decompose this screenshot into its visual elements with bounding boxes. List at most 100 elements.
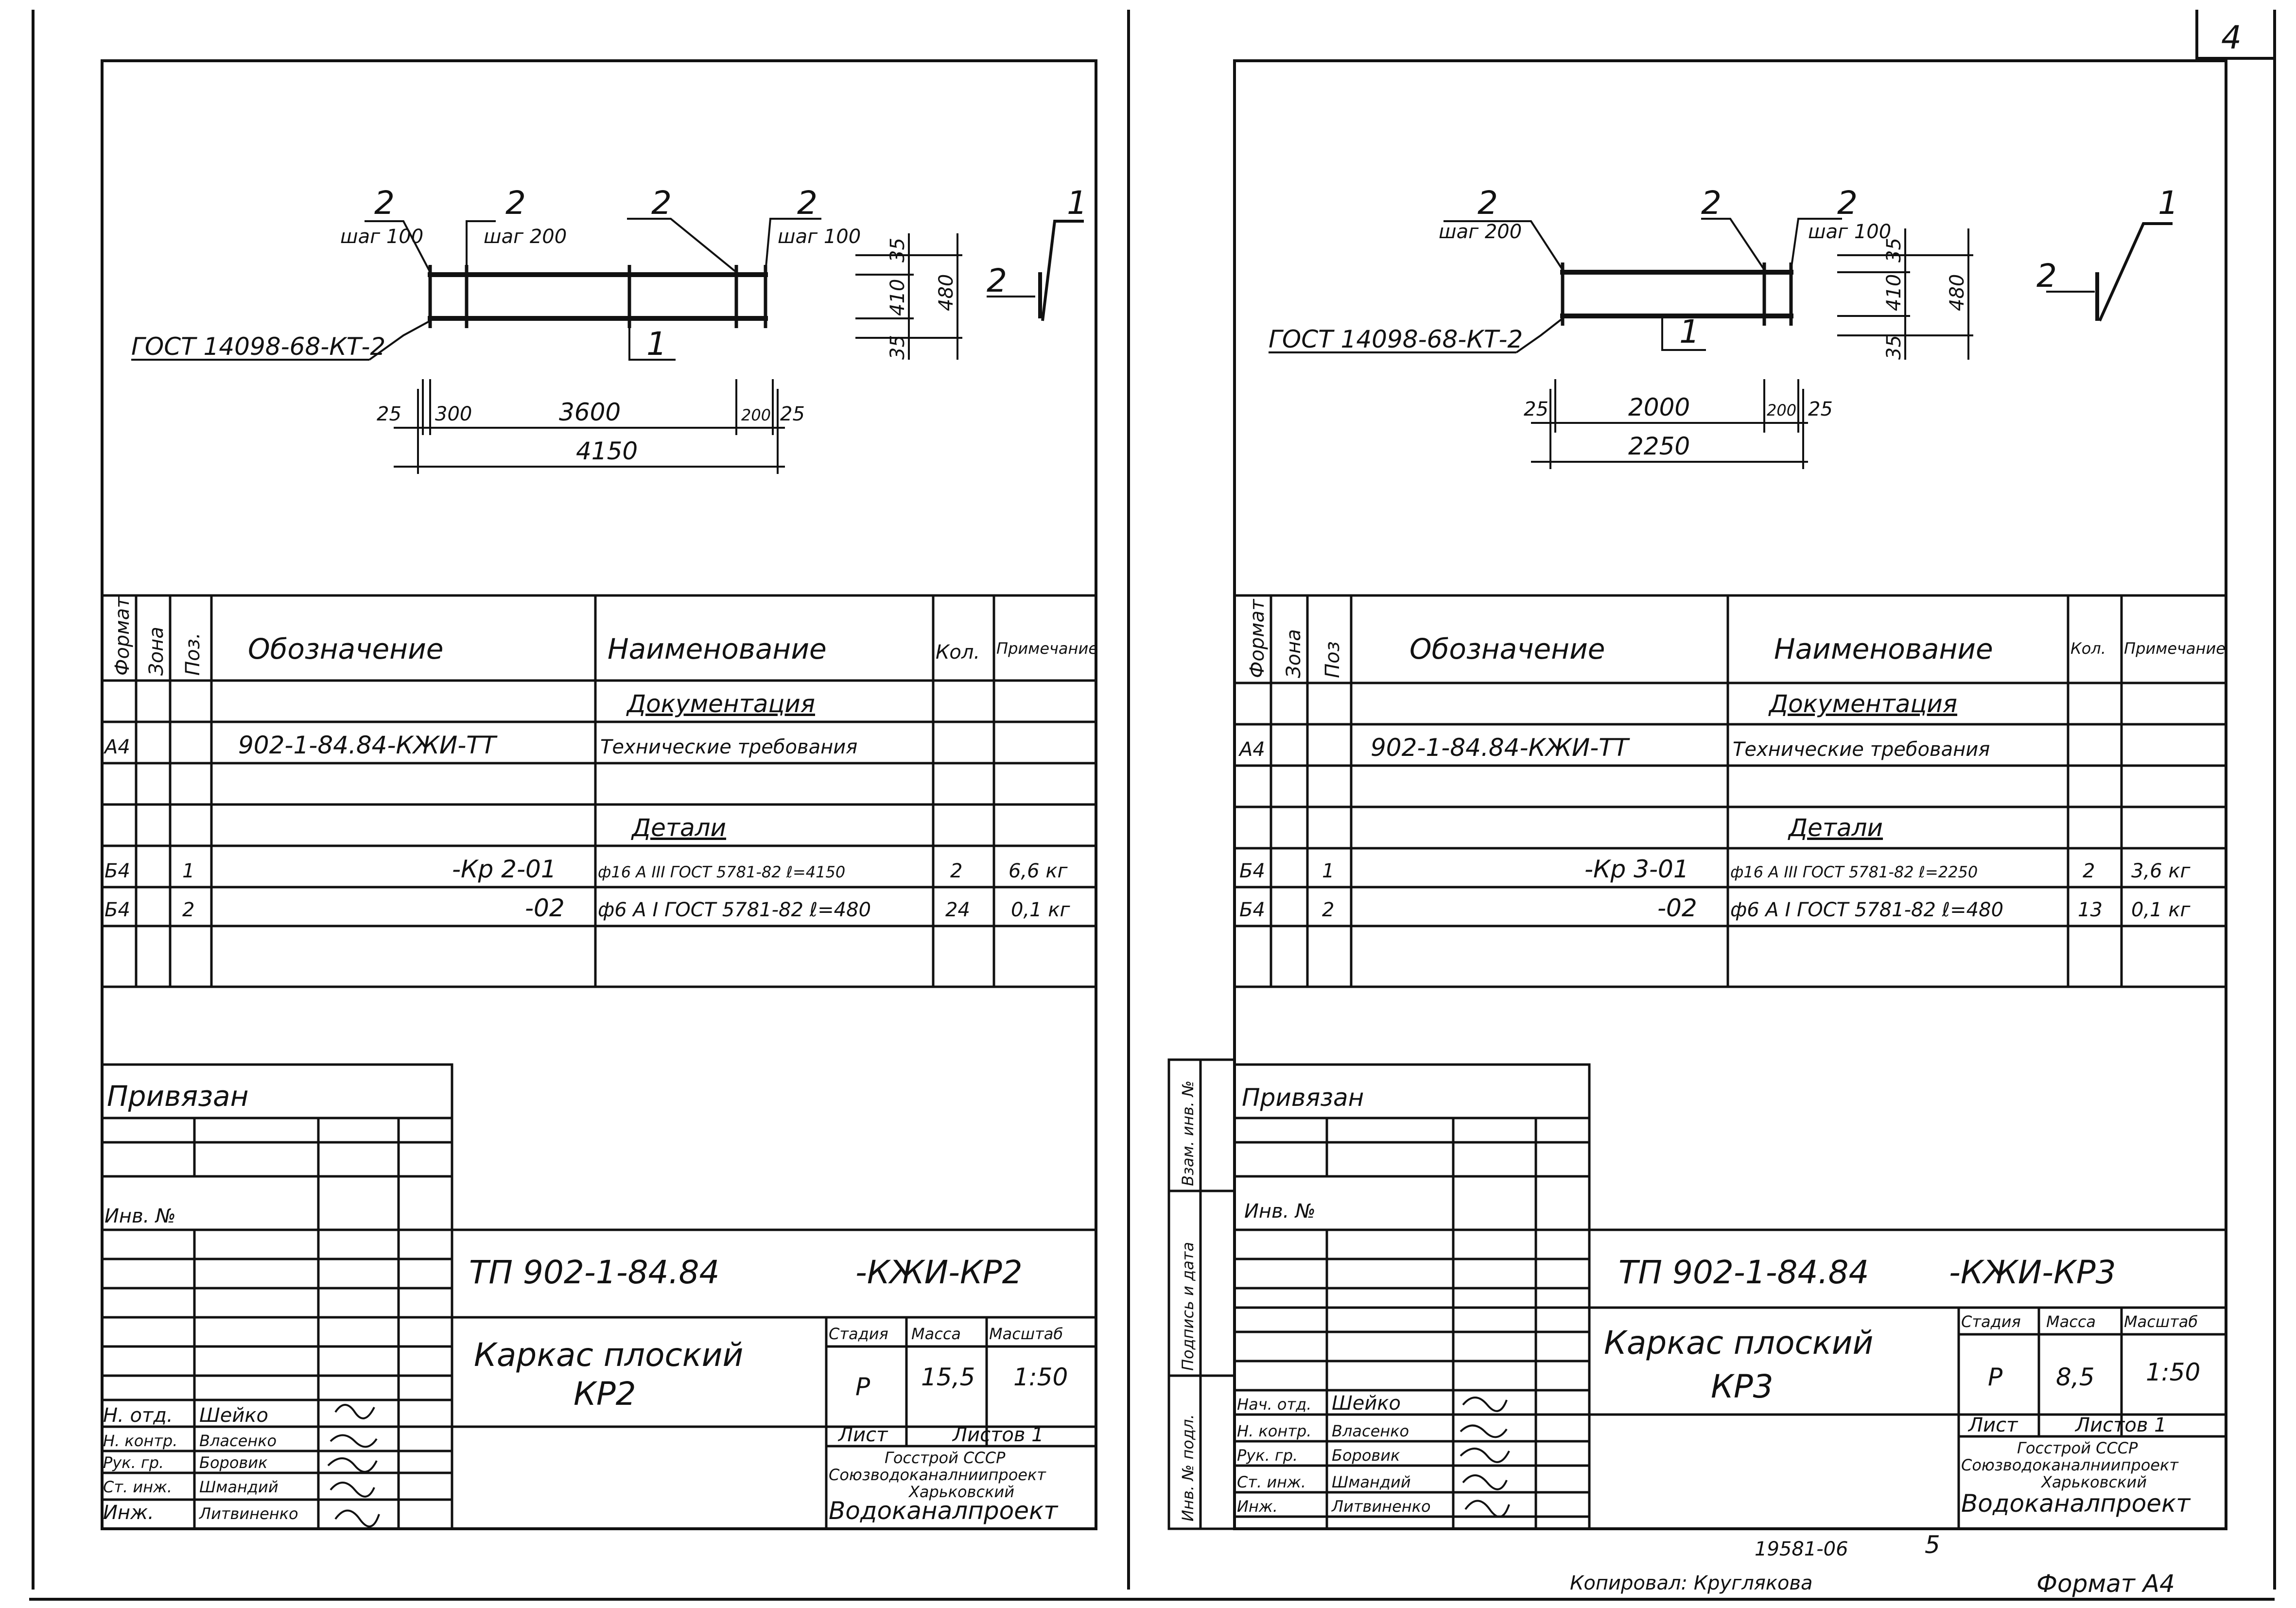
org-line: Госстрой СССР (885, 1449, 1006, 1467)
staff-name: Шмандий (199, 1478, 278, 1496)
dim: 25 (1524, 398, 1548, 420)
cage-drawing (1269, 218, 2173, 469)
cell-designation: -Кр 2-01 (452, 855, 557, 883)
col-header-qty: Кол. (936, 641, 980, 664)
callout-pos: 2 (651, 184, 672, 222)
sheet-frame (101, 59, 1097, 1530)
section-pos-2: 2 (2036, 257, 2057, 295)
col-header-designation: Обозначение (1409, 632, 1605, 665)
callout-pos: 2 (1701, 184, 1722, 222)
title-line-1: Каркас плоский (474, 1336, 743, 1374)
cell-qty: 13 (2078, 899, 2103, 921)
staff-name: Боровик (1332, 1446, 1400, 1465)
cell-name: Технические требования (600, 736, 857, 758)
footer-num: 5 (1925, 1531, 1940, 1559)
callout-labels: 2 шаг 200 2 2 шаг 100 1 2 ГОСТ 14098-68-… (1269, 184, 2178, 460)
footer-format: Формат А4 (2036, 1570, 2175, 1598)
org-line: Харьковский (908, 1483, 1014, 1501)
col-header-format: Формат (111, 596, 134, 676)
sheet-kr2: 2 шаг 100 2 шаг 200 2 2 шаг 100 1 2 ГОСТ… (101, 59, 1098, 1530)
col-header-note: Примечание (996, 639, 1098, 658)
callout-note: шаг 100 (1808, 221, 1891, 243)
gost-note: ГОСТ 14098-68-КТ-2 (1269, 325, 1523, 353)
side-label: Подпись и дата (1179, 1242, 1197, 1371)
cell-name: ф16 А III ГОСТ 5781-82 ℓ=2250 (1730, 863, 1978, 881)
col-header-name: Наименование (608, 632, 827, 665)
scale-label: Масштаб (2124, 1312, 2198, 1331)
dim: 35 (1883, 238, 1905, 262)
mass-value: 15,5 (921, 1363, 975, 1391)
cell-format: Б4 (104, 899, 130, 921)
staff-role: Инж. (103, 1502, 154, 1524)
sheets-label: Листов 1 (952, 1424, 1044, 1446)
section-parts: Детали (1788, 814, 1883, 842)
dim: 200 (1767, 401, 1796, 419)
section-docs: Документация (1768, 690, 1957, 718)
doc-code: ТП 902-1-84.84 (1618, 1254, 1869, 1291)
cell-note: 3,6 кг (2131, 860, 2191, 882)
side-label: Инв. № подл. (1179, 1414, 1197, 1521)
title-block (1235, 1063, 2226, 1529)
org-line: Харьковский (2040, 1473, 2147, 1491)
footer-code: 19581-06 (1755, 1538, 1848, 1560)
stage-value: Р (1988, 1363, 2003, 1391)
privyazan-label: Привязан (1242, 1084, 1364, 1112)
title-block-text: Привязан Инв. № ТП 902-1-84.84 -КЖИ-КР3 … (1237, 1084, 2200, 1518)
staff-role: Н. отд. (103, 1404, 173, 1427)
staff-name: Шейко (1332, 1392, 1401, 1415)
side-label: Взам. инв. № (1179, 1081, 1197, 1186)
cell-designation: 902-1-84.84-КЖИ-ТТ (238, 731, 498, 759)
section-pos-1: 1 (2158, 184, 2178, 222)
cell-name: ф16 А III ГОСТ 5781-82 ℓ=4150 (598, 863, 845, 881)
doc-suffix: -КЖИ-КР3 (1949, 1254, 2116, 1291)
spec-text: Формат Зона Поз Обозначение Наименование… (1238, 598, 2226, 922)
callout-labels: 2 шаг 100 2 шаг 200 2 2 шаг 100 1 2 ГОСТ… (131, 184, 1087, 465)
side-strip (1167, 1058, 1236, 1530)
cell-pos: 1 (1322, 860, 1334, 882)
dim: 3600 (559, 398, 621, 426)
callout-pos: 2 (374, 184, 395, 222)
page-frame (29, 10, 2276, 1601)
cell-designation: -02 (1657, 894, 1697, 922)
stage-value: Р (855, 1373, 870, 1401)
section-pos-2: 2 (987, 262, 1007, 299)
callout-pos: 2 (505, 184, 526, 222)
section-marker: 1 (646, 325, 667, 363)
org-line: Союзводоканалниипроект (1961, 1456, 2179, 1474)
doc-code: ТП 902-1-84.84 (469, 1254, 719, 1291)
sheet-frame (1233, 59, 2227, 1530)
cell-format: А4 (103, 736, 130, 758)
page-number: 4 (2221, 19, 2242, 56)
cell-format: Б4 (104, 860, 130, 882)
spec-text: Формат Зона Поз. Обозначение Наименовани… (103, 596, 1098, 922)
dim: 410 (1883, 274, 1905, 311)
footer-copied: Копировал: Круглякова (1570, 1572, 1813, 1594)
dim: 35 (1883, 335, 1905, 360)
signature-marks (327, 1404, 380, 1528)
staff-name: Боровик (199, 1453, 268, 1472)
cell-note: 6,6 кг (1009, 860, 1068, 882)
spec-table (102, 594, 1096, 988)
sheet-label: Лист (1967, 1414, 2018, 1436)
signature-marks (1460, 1397, 1510, 1518)
col-header-format: Формат (1246, 598, 1269, 678)
stage-label: Стадия (1961, 1312, 2021, 1331)
org-line: Госстрой СССР (2017, 1439, 2138, 1457)
dim: 25 (780, 403, 805, 425)
staff-role: Рук. гр. (103, 1453, 164, 1472)
scale-value: 1:50 (1013, 1363, 1068, 1391)
dim: 410 (887, 279, 909, 316)
cell-qty: 2 (2083, 860, 2095, 882)
dim: 25 (1808, 398, 1833, 420)
total-length: 4150 (576, 437, 638, 465)
dim: 200 (741, 406, 771, 424)
staff-name: Власенко (199, 1432, 277, 1450)
dim: 2000 (1628, 393, 1690, 421)
staff-role: Ст. инж. (103, 1478, 172, 1496)
callout-note: шаг 200 (1439, 221, 1522, 243)
staff-name: Власенко (1332, 1422, 1409, 1440)
staff-role: Нач. отд. (1237, 1395, 1311, 1414)
staff-name: Литвиненко (199, 1504, 298, 1523)
staff-role: Н. контр. (1237, 1422, 1311, 1440)
